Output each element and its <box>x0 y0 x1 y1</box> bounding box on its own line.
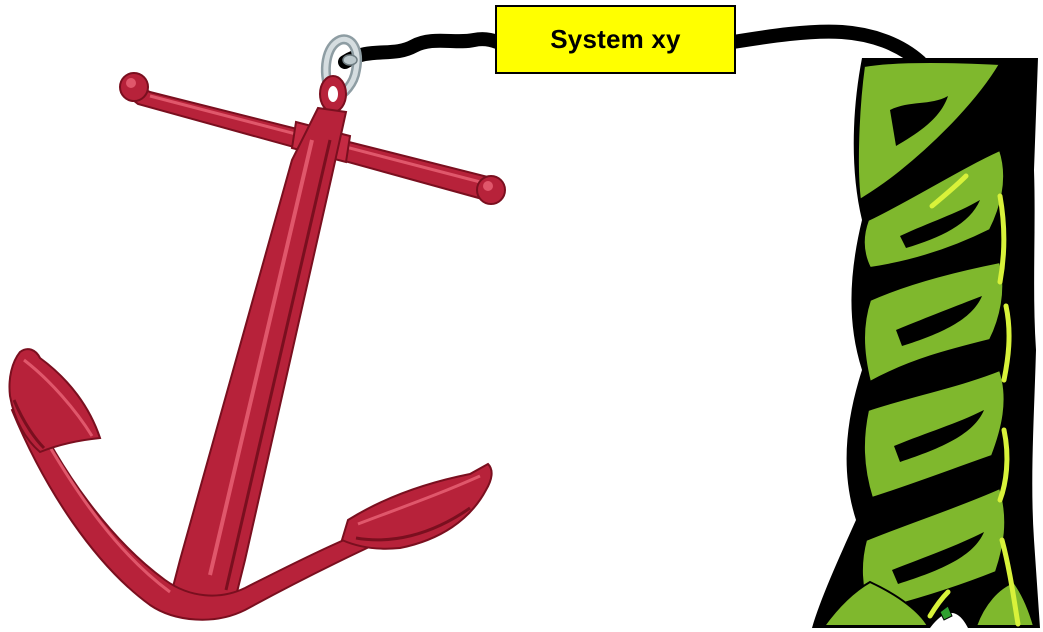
cable-line <box>338 24 927 69</box>
system-label-text: System xy <box>550 24 681 54</box>
anchor-icon <box>8 34 506 621</box>
shackle-icon <box>320 34 362 103</box>
twisted-rope-icon <box>812 58 1040 628</box>
system-label-box: System xy <box>495 5 736 74</box>
